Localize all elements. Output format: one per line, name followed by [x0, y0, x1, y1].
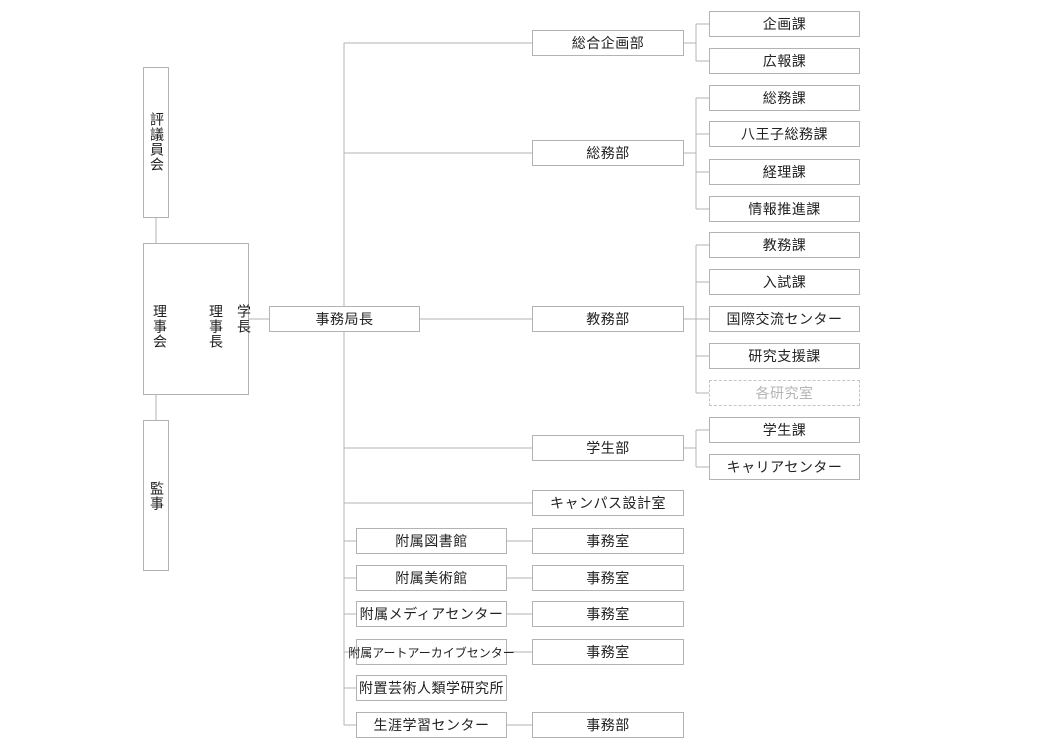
- board-label: 理事会: [151, 304, 167, 349]
- facility-label: 附属アートアーカイブセンター: [348, 645, 515, 660]
- section-label: 教務課: [762, 238, 807, 254]
- section-label: 国際交流センター: [726, 312, 843, 328]
- office-box: 事務室: [532, 639, 684, 665]
- section-label: 総務課: [762, 91, 807, 107]
- facility-box: 附属美術館: [356, 565, 507, 591]
- section-label: 学生課: [762, 423, 807, 439]
- office-box: 事務室: [532, 601, 684, 627]
- facility-label: 附置芸術人類学研究所: [359, 681, 504, 697]
- secretary-general-label: 事務局長: [315, 312, 374, 328]
- facility-box: 附属メディアセンター: [356, 601, 507, 627]
- section-box: 情報推進課: [709, 196, 860, 222]
- section-box: 企画課: [709, 11, 860, 37]
- council-box: 評議員会: [143, 67, 169, 218]
- leadership-box: 理事会 理事長 学長: [143, 243, 251, 395]
- section-box: 国際交流センター: [709, 306, 860, 332]
- section-box: 総務課: [709, 85, 860, 111]
- section-box: 入試課: [709, 269, 860, 295]
- section-box: 教務課: [709, 232, 860, 258]
- auditor-label: 監事: [148, 481, 164, 511]
- office-label: 事務室: [586, 607, 630, 623]
- office-label: 事務室: [586, 534, 630, 550]
- section-label: キャリアセンター: [726, 460, 843, 476]
- facility-box: 附属図書館: [356, 528, 507, 554]
- office-label: 事務室: [586, 571, 630, 587]
- dept-academic: 教務部: [532, 306, 684, 332]
- dept-general-label: 総務部: [586, 146, 630, 162]
- facility-box: 附置芸術人類学研究所: [356, 675, 507, 701]
- dept-planning: 総合企画部: [532, 30, 684, 56]
- section-label: 八王子総務課: [741, 127, 828, 143]
- auditor-box: 監事: [143, 420, 169, 571]
- facility-box: 生涯学習センター: [356, 712, 507, 738]
- chairman-label: 理事長: [207, 304, 223, 349]
- dept-general: 総務部: [532, 140, 684, 166]
- dept-student: 学生部: [532, 435, 684, 461]
- office-box: 事務部: [532, 712, 684, 738]
- section-label: 情報推進課: [748, 202, 821, 218]
- section-label: 広報課: [762, 54, 807, 70]
- facility-label: 生涯学習センター: [373, 718, 490, 734]
- section-box: 八王子総務課: [709, 121, 860, 147]
- dept-planning-label: 総合企画部: [571, 36, 645, 52]
- president-label: 学長: [235, 304, 251, 334]
- office-label: 事務部: [586, 718, 630, 734]
- office-box: 事務室: [532, 565, 684, 591]
- facility-box: 附属アートアーカイブセンター: [348, 639, 515, 665]
- section-label: 経理課: [762, 165, 807, 181]
- facility-label: 附属メディアセンター: [359, 607, 504, 623]
- research-labs-label: 各研究室: [755, 386, 814, 402]
- campus-design-label: キャンパス設計室: [550, 496, 666, 512]
- section-box: 経理課: [709, 159, 860, 185]
- council-label: 評議員会: [148, 112, 164, 172]
- section-box: 研究支援課: [709, 343, 860, 369]
- research-labs-box: 各研究室: [709, 380, 860, 406]
- facility-label: 附属図書館: [395, 534, 468, 550]
- dept-student-label: 学生部: [586, 441, 630, 457]
- dept-academic-label: 教務部: [586, 312, 630, 328]
- section-box: 学生課: [709, 417, 860, 443]
- section-box: 広報課: [709, 48, 860, 74]
- office-label: 事務室: [586, 645, 630, 661]
- section-label: 入試課: [762, 275, 807, 291]
- facility-label: 附属美術館: [395, 571, 468, 587]
- secretary-general-box: 事務局長: [269, 306, 420, 332]
- section-label: 研究支援課: [748, 349, 821, 365]
- section-label: 企画課: [762, 17, 807, 33]
- office-box: 事務室: [532, 528, 684, 554]
- campus-design-office: キャンパス設計室: [532, 490, 684, 516]
- section-box: キャリアセンター: [709, 454, 860, 480]
